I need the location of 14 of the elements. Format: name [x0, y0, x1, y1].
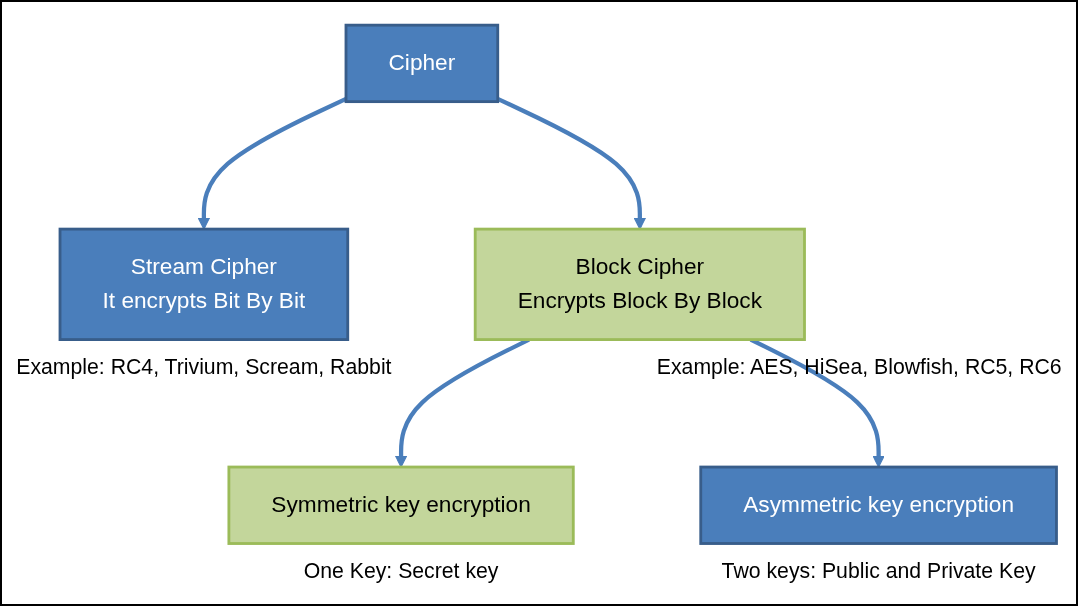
- node-label: Asymmetric key encryption: [743, 491, 1014, 519]
- node-label: Cipher: [388, 49, 456, 77]
- node-label: Symmetric key encryption: [271, 491, 531, 519]
- category-box: [58, 227, 350, 341]
- category-box: [227, 465, 575, 545]
- node-label: Block Cipher Encrypts Block By Block: [517, 253, 762, 315]
- root-box: [344, 23, 500, 103]
- example-note: Example: AES, HiSea, Blowfish, RC5, RC6: [656, 354, 1062, 379]
- example-note: Example: RC4, Trivium, Scream, Rabbit: [16, 354, 392, 379]
- example-note: Two keys: Public and Private Key: [721, 558, 1036, 583]
- category-box: [699, 465, 1058, 545]
- example-note: One Key: Secret key: [303, 558, 499, 583]
- category-box: [473, 227, 806, 341]
- node-label: Stream Cipher It encrypts Bit By Bit: [102, 253, 306, 315]
